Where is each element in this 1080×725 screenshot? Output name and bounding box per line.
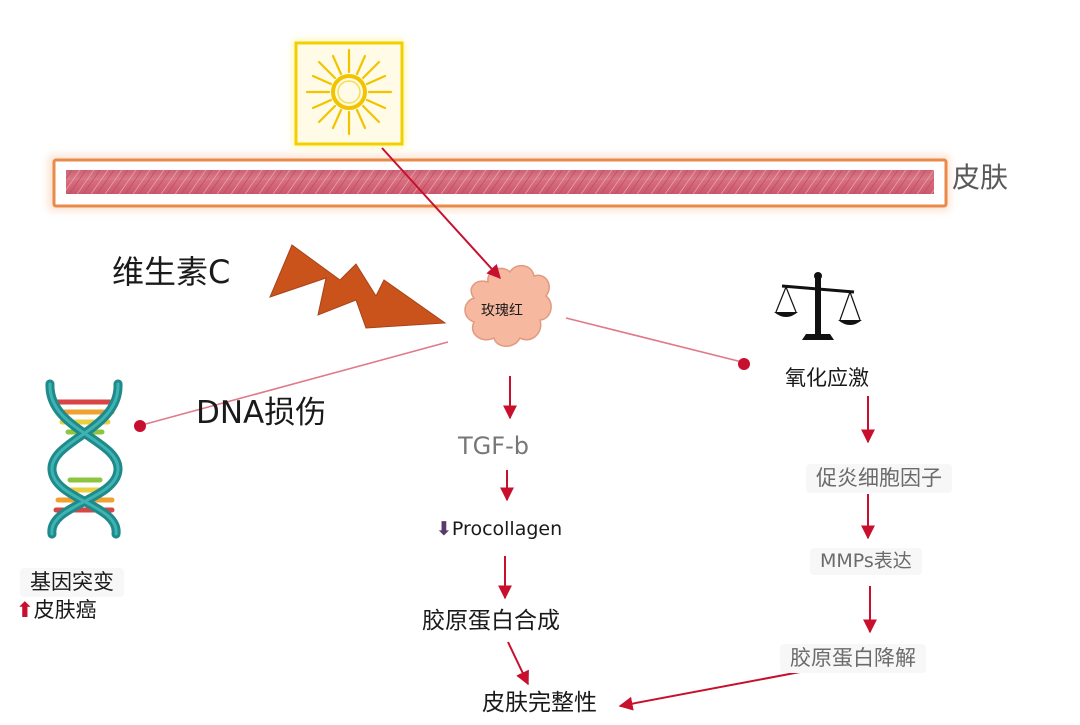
dna-damage-label: DNA损伤 [196,395,327,431]
skin-label: 皮肤 [952,161,1009,194]
down-arrow-icon: ⬇ [436,518,452,540]
mmps-label: MMPs表达 [810,548,922,575]
up-arrow-icon: ⬆ [16,598,34,622]
connector-dot-dna [134,420,146,432]
connector-dot-oxidative [738,358,750,370]
lightning-bolt-icon [269,244,447,329]
collagen-degradation-label: 胶原蛋白降解 [780,644,926,673]
balance-scale-icon [774,272,862,340]
tgf-label: TGF-b [458,432,529,460]
skin-cancer-row: ⬆皮肤癌 [16,600,97,621]
sun-icon [293,40,405,147]
skin-cancer-label: 皮肤癌 [33,598,97,622]
procollagen-row: ⬇Procollagen [436,520,562,539]
skin-layer [48,155,950,211]
arrow-degradation-to-integrity [618,671,801,711]
cloud-icon [464,264,552,347]
arrow-synthesis-to-integrity [507,641,529,686]
line-rosacea-to-dna-damage [141,341,449,426]
rosacea-label: 玫瑰红 [481,303,523,319]
cytokines-label: 促炎细胞因子 [806,464,952,493]
line-rosacea-to-oxidative-stress [565,317,743,363]
dna-helix-icon [45,379,123,539]
connectors [141,147,877,711]
gene-mutation-label: 基因突变 [20,568,124,597]
collagen-synthesis-label: 胶原蛋白合成 [422,608,560,634]
skin-integrity-label: 皮肤完整性 [482,690,597,716]
procollagen-label: Procollagen [451,518,563,540]
arrow-sun-to-rosacea [381,147,501,280]
vitamin-c-label: 维生素C [112,253,231,291]
oxidative-stress-label: 氧化应激 [785,366,869,390]
